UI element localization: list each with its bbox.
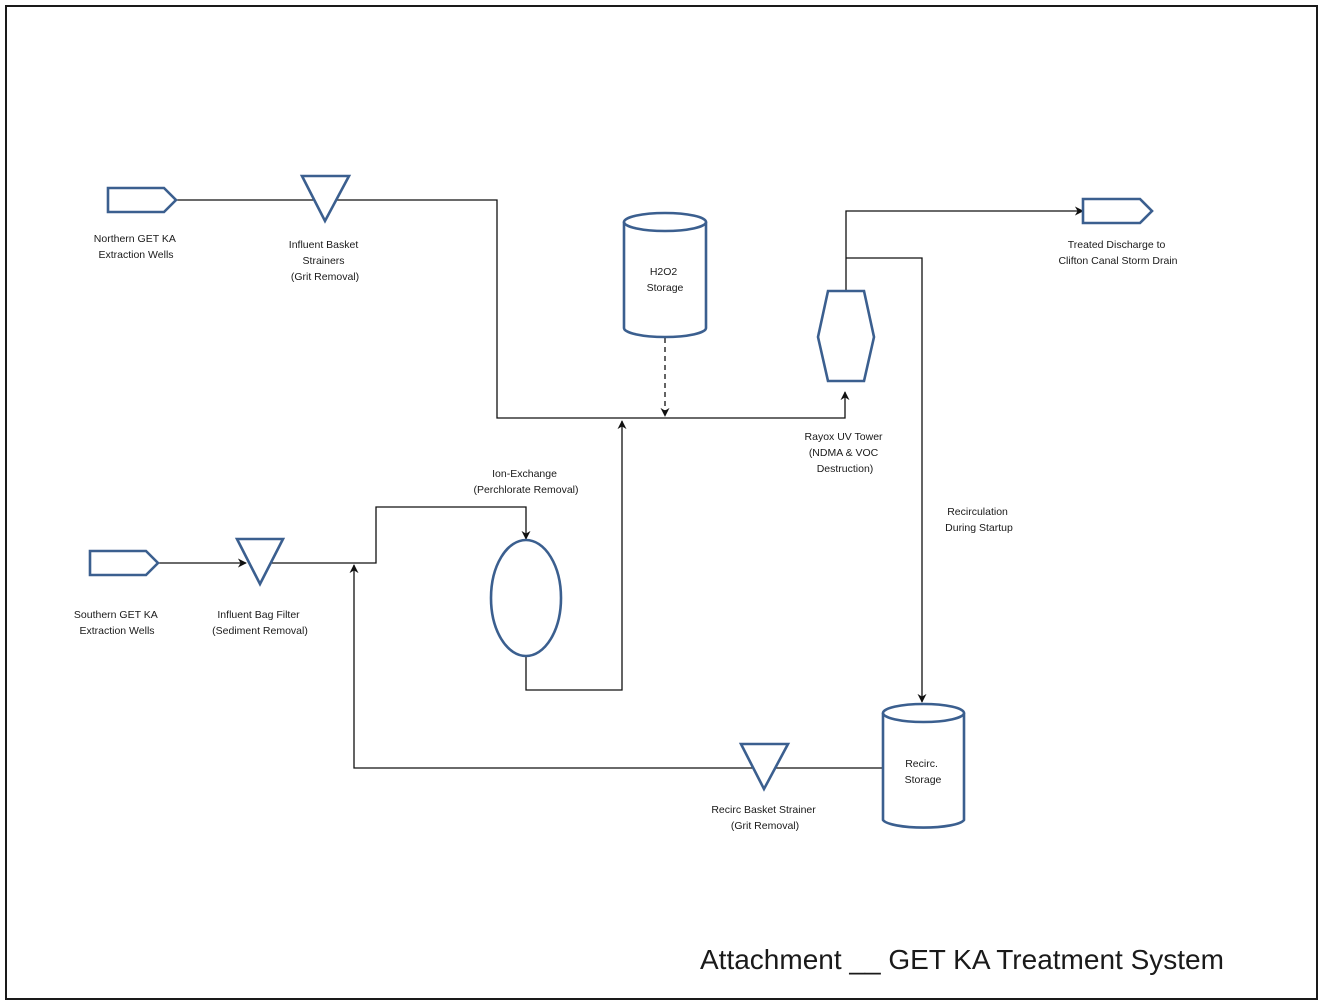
south-wells-label: Southern GET KA Extraction Wells [74,609,160,637]
recirc-storage-tank [881,702,966,829]
rayox-uv-tower-label: Rayox UV Tower (NDMA & VOC Destruction) [805,431,886,475]
pipe-recirc-return [349,564,883,769]
pipe-north-to-junction [176,199,850,419]
north-wells-connector-icon [106,186,178,214]
treated-discharge-connector-icon [1081,197,1154,225]
diagram-frame [5,5,1318,1000]
bag-filter-label: Influent Bag Filter (Sediment Removal) [212,609,308,637]
south-wells-connector-icon [88,549,160,577]
pipe-uv-to-discharge [845,206,1084,291]
basket-strainer-triangle-icon [299,174,352,224]
h2o2-storage-tank [622,211,708,339]
recirc-strainer-triangle-icon [738,742,791,792]
bag-filter-triangle-icon [234,537,286,587]
recirculation-label: Recirculation During Startup [945,506,1013,534]
pipe-recirculation [846,257,927,703]
ion-exchange-vessel [489,538,563,658]
basket-strainers-label: Influent Basket Strainers (Grit Removal) [289,239,361,283]
pipe-ion-exchange-to-junction [525,420,627,691]
north-wells-label: Northern GET KA Extraction Wells [94,233,178,261]
recirc-storage-label: Recirc. Storage [905,758,942,786]
attachment-title: Attachment __ GET KA Treatment System [700,944,1224,975]
pipe-bag-filter-to-ion-exchange [272,506,531,564]
treated-discharge-label: Treated Discharge to Clifton Canal Storm… [1058,239,1177,267]
rayox-uv-tower-hexagon [816,289,876,383]
h2o2-storage-label: H2O2 Storage [647,266,684,294]
recirc-strainer-label: Recirc Basket Strainer (Grit Removal) [711,804,818,832]
ion-exchange-label: Ion-Exchange (Perchlorate Removal) [473,468,578,496]
